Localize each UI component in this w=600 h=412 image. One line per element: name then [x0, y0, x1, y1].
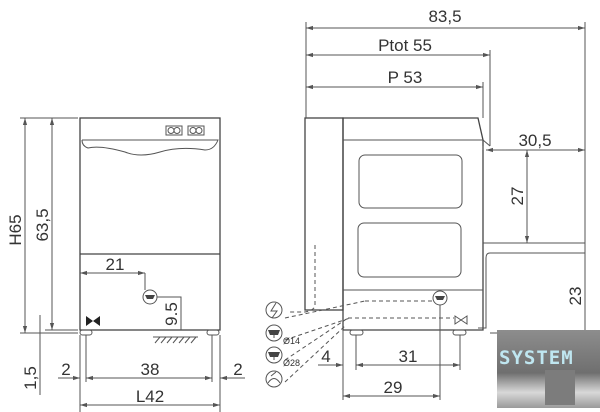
- side-cabinet: [342, 117, 484, 331]
- side-panel: [304, 117, 344, 311]
- front-view: H65 63,5 1,5 21 9.5 2 38 2 L42: [6, 117, 245, 412]
- side-valve-icon: [454, 315, 468, 325]
- front-cabinet: [79, 117, 221, 331]
- logo-text: SYSTEM: [499, 347, 574, 369]
- foot-right: [206, 329, 220, 336]
- control-knobs: [165, 125, 205, 136]
- system-logo: SYSTEM: [497, 330, 600, 408]
- drain-icon: [265, 324, 283, 342]
- foot-left: [79, 329, 93, 336]
- drain-icon: [265, 346, 283, 364]
- side-foot-rear: [452, 329, 467, 336]
- height-body-label: 63,5: [33, 208, 52, 241]
- side-drain-icon: [432, 290, 448, 306]
- drain-small-label: Ø14: [283, 336, 300, 346]
- drain-height-label: 9.5: [162, 302, 181, 326]
- side-feet-span-label: 31: [399, 347, 418, 366]
- drain-icon: [142, 289, 158, 305]
- electric-icon: [265, 301, 283, 319]
- side-view: 83,5 Ptot 55 P 53 30,5 27 23 4 31 29: [284, 7, 586, 400]
- table-height-label: 23: [566, 287, 585, 306]
- side-foot-front: [349, 329, 364, 336]
- margin-left-label: 2: [61, 360, 70, 379]
- water-inlet-icon: [265, 370, 283, 388]
- table-extension-label: 30,5: [518, 131, 551, 150]
- drain-offset-label: 21: [106, 255, 125, 274]
- drain-large-label: Ø28: [283, 358, 300, 368]
- feet-span-label: 38: [141, 360, 160, 379]
- side-drain-offset-label: 29: [384, 378, 403, 397]
- foot-height-label: 1,5: [21, 366, 40, 390]
- connection-legend: Ø14 Ø28: [265, 301, 300, 388]
- side-window-upper: [358, 154, 463, 209]
- margin-right-label: 2: [233, 360, 242, 379]
- width-total-label: L42: [136, 387, 164, 406]
- ground-hatch: [153, 336, 198, 344]
- depth-label: P 53: [388, 68, 423, 87]
- valve-icon: [86, 316, 100, 326]
- table-rise-label: 27: [508, 187, 527, 206]
- side-window-lower: [357, 222, 462, 278]
- overall-depth-label: 83,5: [428, 7, 461, 26]
- door-handle: [81, 139, 219, 156]
- foot-offset-label: 4: [321, 347, 330, 366]
- height-total-label: H65: [6, 214, 25, 245]
- depth-total-label: Ptot 55: [378, 36, 432, 55]
